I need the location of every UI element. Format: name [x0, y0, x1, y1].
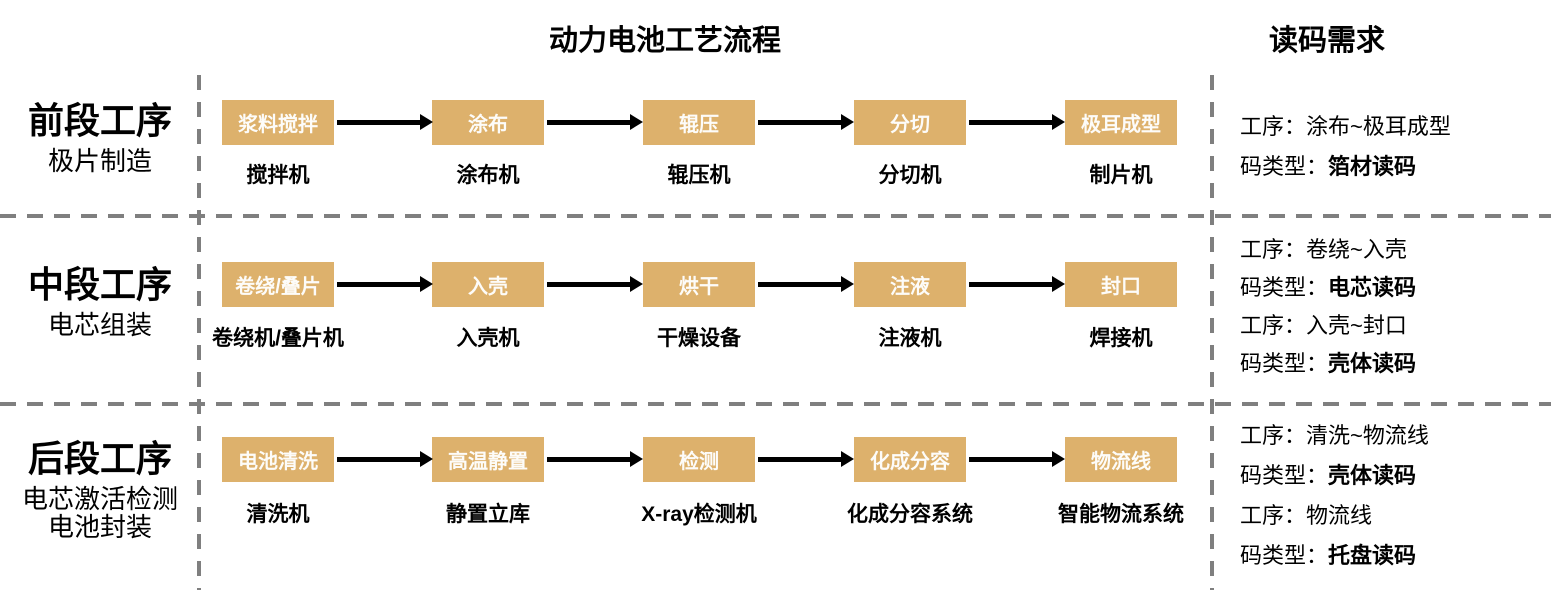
- process-box: 辊压: [643, 100, 755, 145]
- requirement-line: 码类型：壳体读码: [1240, 456, 1429, 496]
- requirement-line: 码类型：箔材读码: [1240, 147, 1451, 187]
- requirements-block-back: 工序：清洗~物流线 码类型：壳体读码 工序：物流线 码类型：托盘读码: [1240, 416, 1429, 576]
- requirement-line: 码类型：壳体读码: [1240, 345, 1416, 383]
- flow-arrow-icon: [547, 276, 643, 292]
- requirement-line: 工序：入壳~封口: [1240, 307, 1416, 345]
- process-box: 高温静置: [432, 437, 544, 482]
- equipment-label: 制片机: [1089, 164, 1153, 187]
- flow-arrow-icon: [758, 276, 854, 292]
- process-box: 涂布: [432, 100, 544, 145]
- requirement-label: 工序：: [1240, 423, 1307, 448]
- requirement-line: 码类型：托盘读码: [1240, 536, 1429, 576]
- stage-label-mid: 中段工序 电芯组装: [0, 263, 200, 339]
- requirement-label: 码类型：: [1240, 543, 1329, 568]
- stage-title: 后段工序: [27, 438, 172, 479]
- process-box: 卷绕/叠片: [222, 262, 334, 307]
- process-box: 化成分容: [854, 437, 966, 482]
- stage-subtitle: 电池封装: [47, 512, 152, 543]
- flow-arrow-icon: [969, 451, 1065, 467]
- requirement-value: 箔材读码: [1328, 154, 1417, 179]
- process-box: 封口: [1065, 262, 1177, 307]
- equipment-label: 涂布机: [456, 164, 520, 187]
- requirement-value: 壳体读码: [1328, 351, 1417, 376]
- process-box: 分切: [854, 100, 966, 145]
- vertical-divider-right: [1210, 75, 1214, 590]
- requirements-block-front: 工序：涂布~极耳成型 码类型：箔材读码: [1240, 107, 1451, 187]
- stage-label-back: 后段工序 电芯激活检测 电池封装: [0, 437, 200, 541]
- equipment-label: 卷绕机/叠片机: [212, 327, 344, 350]
- equipment-label: 清洗机: [246, 503, 310, 526]
- requirements-title: 读码需求: [1268, 25, 1386, 57]
- equipment-label: 静置立库: [446, 503, 530, 526]
- equipment-label: 入壳机: [456, 327, 520, 350]
- process-box: 物流线: [1065, 437, 1177, 482]
- equipment-label: 辊压机: [667, 164, 731, 187]
- equipment-label: 智能物流系统: [1058, 503, 1184, 526]
- stage-subtitle: 电芯激活检测: [21, 484, 178, 515]
- requirement-label: 工序：: [1240, 237, 1307, 262]
- process-box: 入壳: [432, 262, 544, 307]
- process-box: 检测: [643, 437, 755, 482]
- stage-subtitle: 电芯组装: [47, 310, 152, 341]
- equipment-label: 搅拌机: [246, 164, 310, 187]
- horizontal-divider-2: [0, 402, 1551, 406]
- requirement-value: 涂布~极耳成型: [1306, 114, 1451, 139]
- flow-arrow-icon: [758, 114, 854, 130]
- equipment-label: 分切机: [878, 164, 942, 187]
- requirement-value: 入壳~封口: [1306, 313, 1407, 338]
- flow-arrow-icon: [547, 451, 643, 467]
- stage-subtitle: 极片制造: [47, 146, 152, 177]
- requirement-line: 工序：卷绕~入壳: [1240, 231, 1416, 269]
- requirement-value: 物流线: [1306, 503, 1373, 528]
- flow-arrow-icon: [337, 114, 433, 130]
- process-box: 烘干: [643, 262, 755, 307]
- equipment-label: 化成分容系统: [847, 503, 973, 526]
- flow-title: 动力电池工艺流程: [548, 25, 782, 57]
- horizontal-divider-1: [0, 214, 1551, 218]
- stage-title: 前段工序: [27, 100, 172, 141]
- stage-label-front: 前段工序 极片制造: [0, 99, 200, 175]
- flow-arrow-icon: [758, 451, 854, 467]
- requirement-line: 工序：涂布~极耳成型: [1240, 107, 1451, 147]
- flow-arrow-icon: [547, 114, 643, 130]
- requirement-line: 工序：物流线: [1240, 496, 1429, 536]
- flow-arrow-icon: [969, 114, 1065, 130]
- equipment-label: X-ray检测机: [641, 503, 757, 526]
- equipment-label: 焊接机: [1089, 327, 1153, 350]
- requirement-label: 码类型：: [1240, 351, 1329, 376]
- flow-arrow-icon: [337, 451, 433, 467]
- requirement-value: 托盘读码: [1328, 543, 1417, 568]
- process-box: 电池清洗: [222, 437, 334, 482]
- equipment-label: 注液机: [878, 327, 942, 350]
- requirement-label: 工序：: [1240, 503, 1307, 528]
- requirement-label: 工序：: [1240, 313, 1307, 338]
- requirement-line: 码类型：电芯读码: [1240, 269, 1416, 307]
- requirement-value: 壳体读码: [1328, 463, 1417, 488]
- process-box: 极耳成型: [1065, 100, 1177, 145]
- requirement-line: 工序：清洗~物流线: [1240, 416, 1429, 456]
- equipment-label: 干燥设备: [657, 327, 741, 350]
- flow-arrow-icon: [969, 276, 1065, 292]
- vertical-divider-left: [197, 75, 201, 590]
- stage-title: 中段工序: [27, 264, 172, 305]
- requirement-value: 卷绕~入壳: [1306, 237, 1407, 262]
- requirements-block-mid: 工序：卷绕~入壳 码类型：电芯读码 工序：入壳~封口 码类型：壳体读码: [1240, 231, 1416, 383]
- process-box: 注液: [854, 262, 966, 307]
- requirement-value: 清洗~物流线: [1306, 423, 1429, 448]
- requirement-label: 码类型：: [1240, 154, 1329, 179]
- requirement-label: 码类型：: [1240, 463, 1329, 488]
- flow-arrow-icon: [337, 276, 433, 292]
- requirement-label: 工序：: [1240, 114, 1307, 139]
- process-box: 浆料搅拌: [222, 100, 334, 145]
- requirement-value: 电芯读码: [1328, 275, 1417, 300]
- requirement-label: 码类型：: [1240, 275, 1329, 300]
